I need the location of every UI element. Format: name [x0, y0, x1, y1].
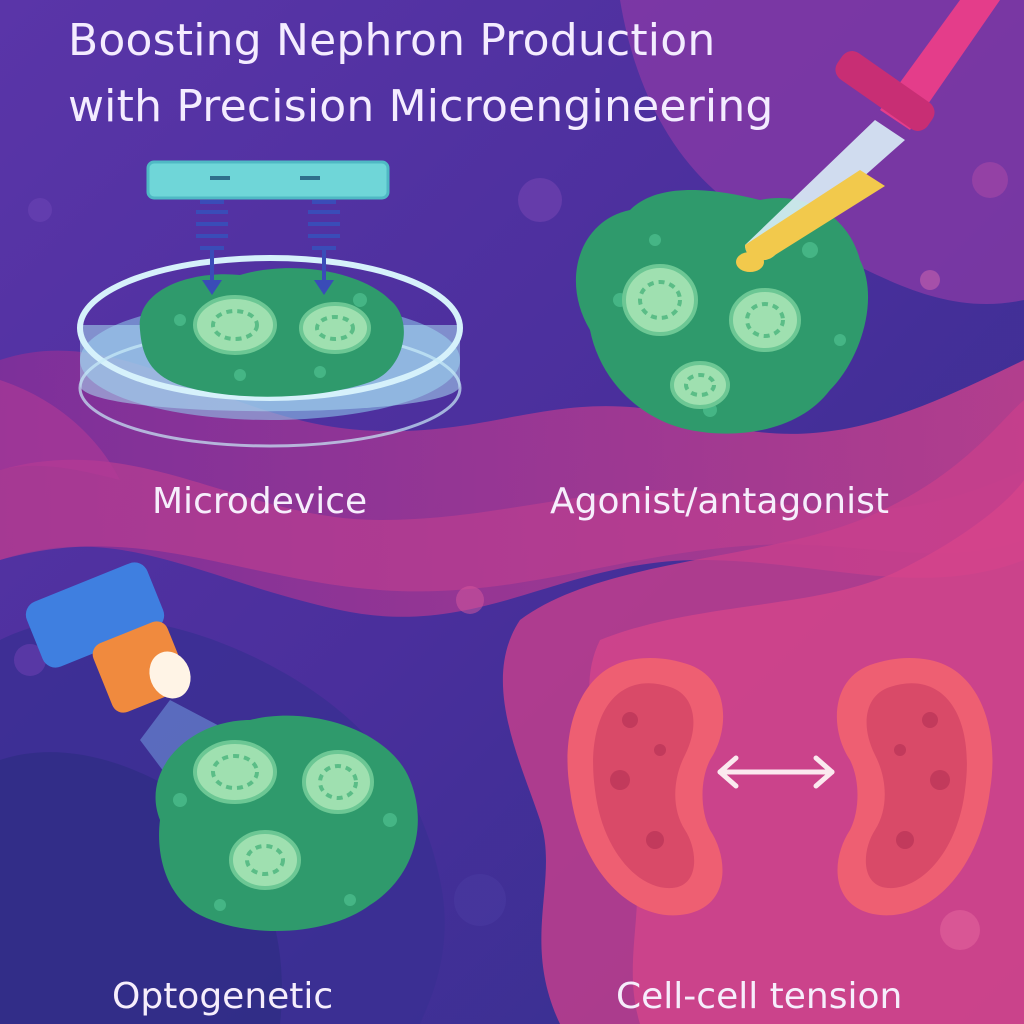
label-optogenetic: Optogenetic	[112, 976, 334, 1017]
double-arrow-icon	[717, 755, 835, 789]
page-title: Boosting Nephron Production with Precisi…	[68, 8, 774, 140]
microdevice-illustration	[77, 160, 463, 448]
label-microdevice: Microdevice	[152, 481, 368, 522]
press-device-icon	[146, 160, 390, 295]
organoid	[155, 715, 418, 932]
label-agonist: Agonist/antagonist	[550, 481, 889, 522]
title-line-1: Boosting Nephron Production	[68, 15, 716, 66]
kidney-icon	[567, 657, 724, 916]
agonist-illustration	[575, 0, 1000, 434]
organoid	[575, 190, 869, 434]
tension-illustration	[567, 657, 993, 916]
title-line-2: with Precision Microengineering	[68, 81, 774, 132]
label-tension: Cell-cell tension	[616, 976, 903, 1017]
kidney-icon	[836, 657, 993, 916]
pipette-icon	[736, 0, 1000, 272]
optogenetic-illustration	[25, 562, 418, 932]
organoid	[139, 268, 404, 397]
